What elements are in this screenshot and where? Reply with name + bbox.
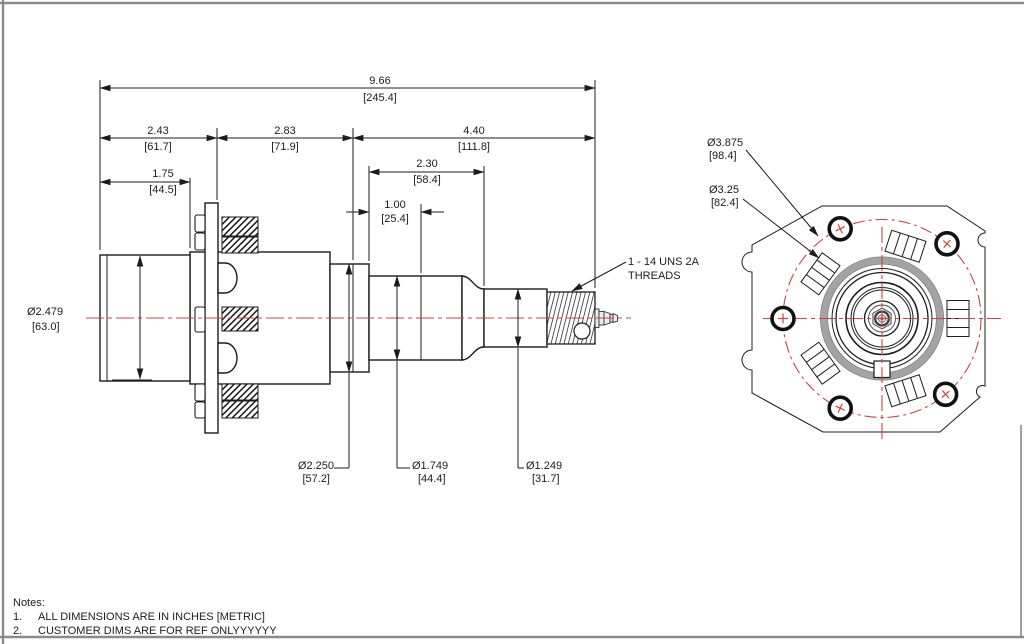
dim-flange-offset-in: 2.43 [147, 125, 168, 137]
thread-callout-line2: THREADS [628, 270, 681, 282]
dim-seat-length-in: 1.00 [384, 199, 405, 211]
dim-seat-length-mm: [25.4] [381, 213, 409, 225]
dim-pilot-length-mm: [44.5] [149, 184, 177, 196]
stud-heads [194, 214, 206, 419]
thread-callout-line1: 1 - 14 UNS 2A [628, 256, 700, 268]
cotter-pin-hole [573, 322, 591, 340]
dim-bolt-circle-dia-in: Ø3.875 [707, 137, 743, 149]
dim-journal-length-in: 2.30 [416, 158, 437, 170]
dim-overall-mm: [245.4] [363, 92, 397, 104]
lug-boss [217, 342, 238, 374]
note-1-text: ALL DIMENSIONS ARE IN INCHES [METRIC] [38, 611, 265, 623]
lug-boss [217, 262, 238, 294]
dim-overall-in: 9.66 [369, 75, 390, 87]
note-2-num: 2. [13, 625, 22, 637]
pilot-cylinder [99, 254, 191, 382]
dim-mid-length-mm: [71.9] [271, 141, 299, 153]
dim-mid-length-in: 2.83 [274, 125, 295, 137]
dim-seal-dia-mm: [57.2] [302, 473, 330, 485]
dim-slot-circle-dia-in: Ø3.25 [709, 184, 739, 196]
dim-pilot-dia-in: Ø2.479 [27, 306, 63, 318]
flange-outline [741, 205, 986, 433]
end-view-flange: Ø3.875 [98.4] Ø3.25 [82.4] [707, 137, 1001, 441]
dim-slot-circle-dia-mm: [82.4] [711, 197, 739, 209]
dim-seal-dia-in: Ø2.250 [298, 460, 334, 472]
dim-inner-bearing-dia-mm: [44.4] [418, 473, 446, 485]
dim-outer-bearing-dia-mm: [31.7] [532, 473, 560, 485]
side-view-spindle-profile [86, 202, 631, 434]
dim-pilot-length-in: 1.75 [152, 168, 173, 180]
notes-heading: Notes: [13, 597, 45, 609]
note-2-text: CUSTOMER DIMS ARE FOR REF ONLYYYYYY [38, 625, 277, 637]
bolt-holes [770, 216, 960, 422]
lug-slots [800, 229, 970, 408]
dim-pilot-dia-mm: [63.0] [32, 321, 60, 333]
dim-spindle-length-in: 4.40 [463, 125, 484, 137]
dim-outer-bearing-dia-in: Ø1.249 [526, 460, 562, 472]
dim-spindle-length-mm: [111.8] [458, 141, 490, 153]
notes-block: Notes: 1. ALL DIMENSIONS ARE IN INCHES [… [13, 597, 277, 637]
dim-journal-length-mm: [58.4] [413, 174, 441, 186]
wheel-studs [221, 216, 259, 419]
side-view-dimensions: 9.66 [245.4] 2.43 [61.7] 2.83 [71.9] 4.4… [27, 75, 700, 485]
dim-flange-offset-mm: [61.7] [144, 141, 172, 153]
dim-bolt-circle-dia-mm: [98.4] [709, 150, 737, 162]
dim-inner-bearing-dia-in: Ø1.749 [412, 460, 448, 472]
note-1-num: 1. [13, 611, 22, 623]
